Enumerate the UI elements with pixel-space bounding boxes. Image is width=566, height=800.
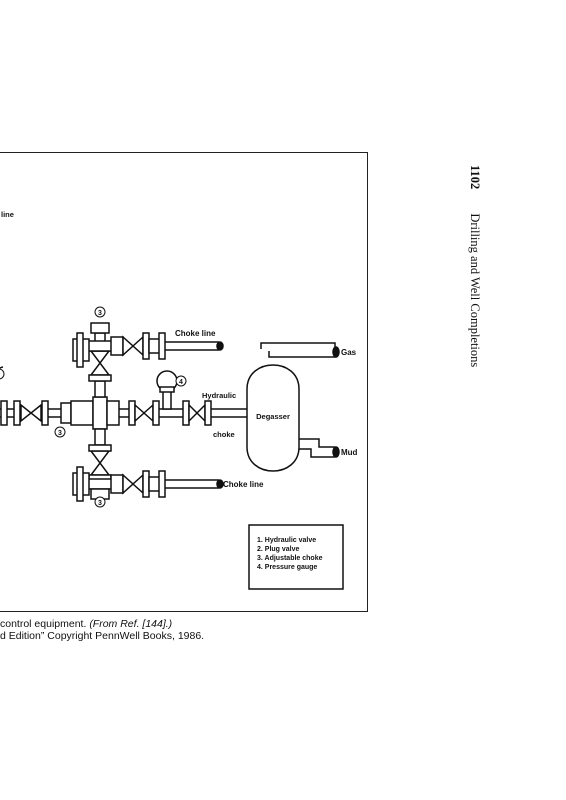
running-title: Drilling and Well Completions bbox=[468, 213, 482, 368]
callout-valve-mid: 3 bbox=[58, 430, 62, 437]
cross-fitting bbox=[70, 380, 129, 446]
figure-caption: control equipment. (From Ref. [144].) d … bbox=[0, 618, 380, 642]
label-gas: Gas bbox=[341, 348, 357, 357]
callout-valve-top: 3 bbox=[98, 310, 102, 317]
running-head: 1102Drilling and Well Completions bbox=[467, 165, 482, 367]
degasser-vessel bbox=[246, 342, 340, 472]
label-choke-line-top: Choke line bbox=[175, 329, 216, 338]
callout-gauge: 4 bbox=[179, 379, 183, 386]
callout-valve-bottom: 3 bbox=[98, 500, 102, 507]
caption-text: control equipment. bbox=[0, 618, 90, 630]
legend-item-1: 1. Hydraulic valve bbox=[257, 537, 316, 544]
hydraulic-choke-run bbox=[128, 370, 247, 426]
label-degasser: Degasser bbox=[256, 412, 290, 421]
legend-item-3: 3. Adjustable choke bbox=[257, 555, 323, 562]
legend-box: 1. Hydraulic valve 2. Plug valve 3. Adju… bbox=[248, 524, 344, 590]
caption-source: (From Ref. [144].) bbox=[89, 618, 173, 630]
label-line-fragment: line bbox=[1, 210, 14, 219]
main-inlet-pipe bbox=[0, 366, 72, 426]
callout-markers bbox=[0, 306, 187, 508]
caption-line-2: d Edition” Copyright PennWell Books, 198… bbox=[0, 630, 205, 642]
lower-valve-stack bbox=[72, 444, 224, 502]
page-number: 1102 bbox=[468, 165, 482, 190]
upper-valve-stack bbox=[72, 322, 224, 382]
label-mud: Mud bbox=[341, 448, 358, 457]
legend-item-2: 2. Plug valve bbox=[257, 546, 300, 553]
caption-line-1: control equipment. (From Ref. [144].) bbox=[0, 618, 380, 630]
choke-manifold-diagram: 3 3 3 4 line Choke line Gas Mud Hydrauli… bbox=[0, 210, 358, 590]
legend-item-4: 4. Pressure gauge bbox=[257, 564, 317, 571]
label-choke: choke bbox=[213, 430, 235, 439]
figure-frame: 3 3 3 4 line Choke line Gas Mud Hydrauli… bbox=[0, 152, 368, 612]
label-hydraulic: Hydraulic bbox=[202, 391, 236, 400]
label-choke-line-bottom: Choke line bbox=[223, 480, 264, 489]
